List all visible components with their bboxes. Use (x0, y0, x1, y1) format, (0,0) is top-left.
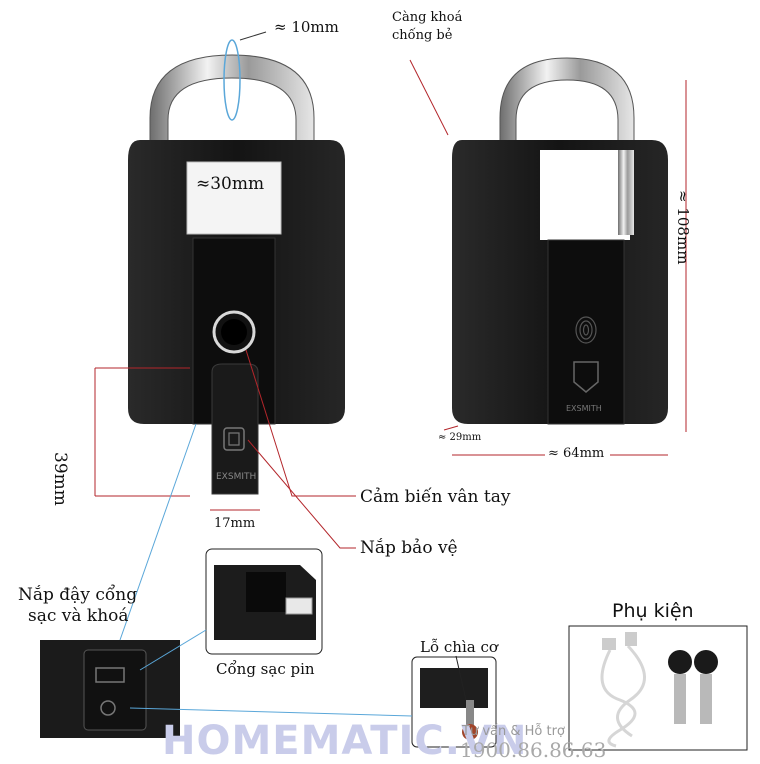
cover-width-label: 17mm (214, 516, 256, 531)
keys-icon (668, 650, 718, 724)
width-label: ≈ 64mm (548, 446, 605, 461)
anti-cut-shackle-label-line2: chống bẻ (392, 28, 453, 43)
protective-cover-label: Nắp bảo vệ (360, 538, 458, 558)
front-lock-slot (186, 161, 282, 235)
shackle-diameter-label: ≈ 10mm (274, 18, 339, 36)
front-height-dimension-label: 39mm (50, 452, 70, 506)
front-lock (128, 54, 345, 495)
side-fingerprint-icon (575, 316, 597, 344)
lock-logo-text: EXSMITH (216, 472, 257, 482)
usb-cable-icon (600, 644, 646, 748)
thickness-label: ≈ 29mm (438, 432, 482, 443)
charging-port-label: Cổng sạc pin (216, 660, 315, 678)
key-hole-label: Lỗ chìa cơ (420, 638, 498, 656)
front-protective-cover (211, 363, 259, 495)
height-dimension-label: ≈ 108mm (674, 190, 692, 265)
accessories-frame (568, 625, 748, 751)
charging-port-inset (214, 565, 316, 640)
side-lock-panel (547, 239, 625, 425)
charging-cover-label-line1: Nắp đậy cổng (18, 585, 138, 605)
charging-cover-closeup (40, 640, 180, 738)
anti-cut-shackle-label-line1: Càng khoá (392, 10, 463, 25)
fingerprint-sensor-label: Cảm biến vân tay (360, 487, 511, 507)
key-hole-inset (420, 668, 488, 740)
hotline-number: 1900.86.86.63 (460, 738, 607, 762)
front-lock-shackle (149, 54, 315, 146)
side-lock-logo-text: EXSMITH (566, 404, 602, 413)
brand-logo: HOMEMATIC.VN (162, 718, 528, 764)
support-text: Tư vấn & Hỗ trợ (462, 724, 565, 739)
side-lock (452, 57, 668, 425)
inner-width-label: ≈30mm (196, 174, 265, 194)
accessories-title: Phụ kiện (612, 600, 694, 622)
charging-cover-label-line2: sạc và khoá (28, 606, 129, 626)
dimension-lines (94, 31, 687, 549)
